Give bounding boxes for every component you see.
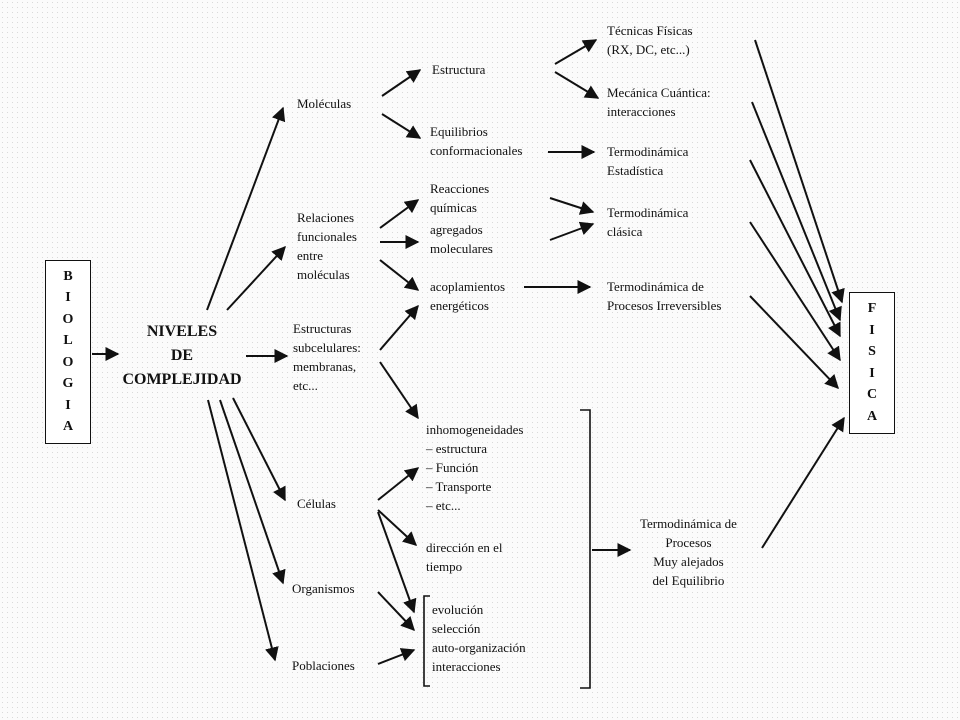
arrow-celulas-direccion — [377, 509, 418, 546]
arrow-irreversibles-fisica — [749, 295, 839, 390]
arrow-moleculas-estructura — [381, 69, 422, 97]
evolucion-bracket — [423, 595, 430, 687]
phys-mecanica: Mecánica Cuántica: interacciones — [607, 85, 711, 119]
phys-tecnicas: Técnicas Físicas (RX, DC, etc...) — [607, 23, 693, 57]
biologia-letter-5: G — [62, 376, 74, 392]
biologia-letter-2: O — [62, 311, 74, 327]
fisica-letter-5: A — [866, 408, 878, 424]
biologia-letter-6: I — [65, 397, 71, 413]
biologia-letter-0: B — [63, 269, 73, 284]
phys-termo-estadistica: Termodinámica Estadística — [607, 144, 689, 178]
phen-agregados: agregados moleculares — [430, 222, 493, 256]
biologia-letter-7: A — [62, 418, 74, 434]
phen-acoplamientos: acoplamientos energéticos — [430, 279, 506, 313]
phen-direccion: dirección en el tiempo — [426, 540, 503, 574]
arrow-agregados-clasica — [549, 221, 595, 241]
arrow-celulas-evolucion — [377, 511, 417, 614]
biologia-letter-4: O — [62, 354, 74, 370]
arrow-estructura-tecnicas — [554, 39, 598, 65]
arrow-niveles-organismos — [219, 399, 286, 585]
arrow-moleculas-equilibrios — [381, 113, 422, 139]
arrow-niveles-celulas — [232, 397, 286, 502]
arrow-clasica-fisica — [749, 221, 841, 362]
level-moleculas: Moléculas — [297, 96, 352, 111]
arrow-niveles-relaciones — [226, 245, 286, 311]
right-bracket — [580, 409, 591, 689]
level-celulas: Células — [297, 496, 336, 511]
phen-estructura: Estructura — [432, 62, 486, 77]
arrow-poblaciones-evolucion — [377, 648, 416, 665]
arrow-celulas-inhomogeneidades — [377, 467, 420, 501]
fisica-letter-4: C — [866, 387, 878, 403]
arrow-niveles-moleculas — [206, 106, 286, 311]
arrow-estadistica-fisica — [749, 159, 841, 338]
fisica-letter-0: F — [867, 301, 877, 316]
arrow-reacciones-clasica — [549, 197, 595, 215]
arrow-estructuras-inhomogeneidades — [379, 361, 419, 420]
center-line-2: DE — [170, 347, 194, 364]
niveles-de-complejidad: NIVELES DE COMPLEJIDAD — [112, 320, 252, 392]
biologia-letter-3: L — [63, 333, 73, 349]
arrow-mecanica-fisica — [751, 101, 842, 322]
level-poblaciones: Poblaciones — [292, 658, 355, 673]
center-line-1: NIVELES — [146, 323, 218, 340]
phen-inhomogeneidades: inhomogeneidades – estructura – Función … — [426, 422, 524, 513]
arrow-tecnicas-fisica — [754, 39, 845, 304]
arrow-estructura-mecanica — [554, 71, 600, 99]
fisica-letter-3: I — [869, 365, 875, 381]
arrow-estructuras-acoplamientos — [379, 304, 419, 351]
phen-reacciones: Reacciones químicas — [430, 181, 490, 215]
fisica-letter-2: S — [868, 344, 876, 360]
fisica-letter-1: I — [869, 322, 875, 338]
phys-termo-clasica: Termodinámica clásica — [607, 205, 689, 239]
arrow-relaciones-acoplamientos — [379, 259, 420, 291]
arrow-niveles-poblaciones — [207, 399, 279, 662]
phen-equilibrios: Equilibrios conformacionales — [430, 124, 523, 158]
arrow-relaciones-reacciones — [379, 199, 420, 229]
level-organismos: Organismos — [292, 581, 355, 596]
biologia-letter-1: I — [65, 290, 71, 306]
level-estructuras: Estructuras subcelulares: membranas, etc… — [293, 321, 361, 393]
phys-termo-irreversibles: Termodinámica de Procesos Irreversibles — [607, 279, 722, 313]
arrow-alejados-fisica — [761, 416, 845, 549]
level-relaciones: Relaciones funcionales entre moléculas — [297, 210, 357, 282]
center-line-3: COMPLEJIDAD — [122, 371, 242, 388]
phys-termo-alejados: Termodinámica de Procesos Muy alejados d… — [640, 516, 737, 588]
phen-evolucion: evolución selección auto-organización in… — [432, 602, 526, 674]
arrow-organismos-evolucion — [377, 591, 415, 632]
